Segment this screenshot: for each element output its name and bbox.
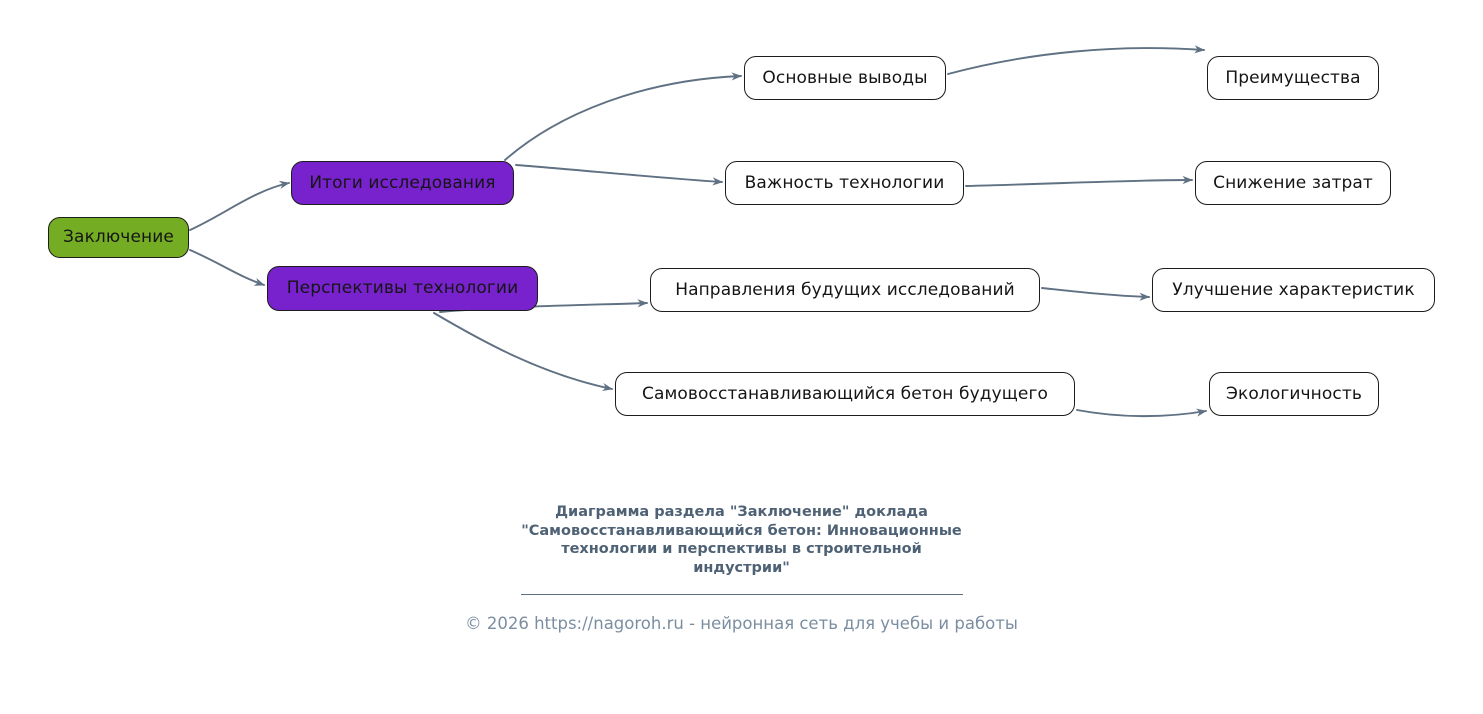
node-leaf3sub[interactable]: Улучшение характеристик [1152, 268, 1435, 312]
node-label: Самовосстанавливающийся бетон будущего [642, 383, 1048, 404]
node-leaf4[interactable]: Самовосстанавливающийся бетон будущего [615, 372, 1075, 416]
node-label: Перспективы технологии [286, 278, 519, 299]
edge-leaf3-to-leaf3sub [1041, 287, 1150, 301]
node-leaf3[interactable]: Направления будущих исследований [650, 268, 1040, 312]
node-leaf1[interactable]: Основные выводы [744, 56, 946, 100]
edge-branch2-to-leaf4 [433, 312, 613, 392]
node-leaf1sub[interactable]: Преимущества [1207, 56, 1379, 100]
caption-title-line: "Самовосстанавливающийся бетон: Инноваци… [521, 522, 962, 539]
node-branch1[interactable]: Итоги исследования [291, 161, 514, 205]
caption-title: Диаграмма раздела "Заключение" доклада "С… [472, 503, 1012, 577]
edge-branch1-to-leaf1 [504, 72, 742, 161]
node-label: Заключение [63, 227, 174, 248]
node-branch2[interactable]: Перспективы технологии [267, 266, 538, 311]
node-label: Направления будущих исследований [675, 279, 1015, 300]
edge-leaf1-to-leaf1sub [947, 45, 1205, 75]
node-root[interactable]: Заключение [48, 217, 189, 258]
caption-title-line: технологии и перспективы в строительной [561, 541, 922, 557]
node-label: Улучшение характеристик [1172, 279, 1415, 300]
node-leaf2[interactable]: Важность технологии [725, 161, 964, 205]
node-leaf2sub[interactable]: Снижение затрат [1195, 161, 1391, 205]
node-label: Снижение затрат [1213, 172, 1373, 193]
node-label: Важность технологии [744, 172, 945, 193]
caption-title-line: индустрии" [693, 559, 790, 576]
caption-title-line: Диаграмма раздела "Заключение" доклада [555, 504, 928, 520]
edge-root-to-branch1 [189, 180, 290, 231]
edge-leaf2-to-leaf2sub [965, 175, 1193, 187]
node-label: Основные выводы [762, 67, 928, 88]
edges-group [189, 45, 1207, 418]
edge-root-to-branch2 [189, 249, 265, 286]
caption-credit: © 2026 https://nagoroh.ru - нейронная се… [465, 614, 1018, 633]
caption-block: Диаграмма раздела "Заключение" доклада "С… [0, 503, 1483, 634]
node-label: Преимущества [1225, 67, 1361, 88]
node-leaf4sub[interactable]: Экологичность [1209, 372, 1379, 416]
node-label: Итоги исследования [309, 172, 496, 193]
edge-leaf4-to-leaf4sub [1076, 408, 1207, 418]
edge-branch1-to-leaf2 [515, 164, 723, 186]
node-label: Экологичность [1226, 383, 1362, 404]
caption-divider [520, 594, 963, 595]
